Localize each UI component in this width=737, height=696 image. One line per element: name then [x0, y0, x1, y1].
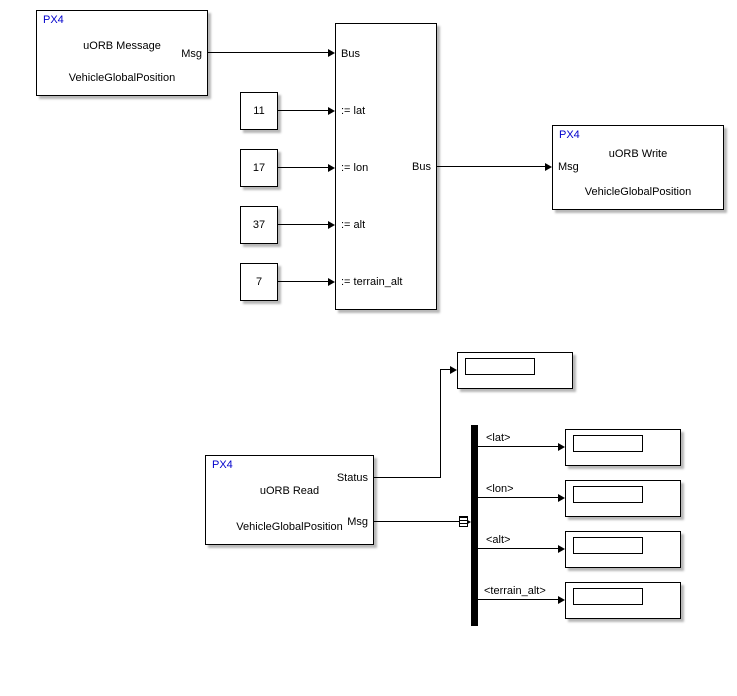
arrowhead: [328, 164, 335, 172]
arrowhead: [558, 545, 565, 553]
constant-value: 37: [252, 218, 266, 231]
arrowhead: [558, 596, 565, 604]
display-value-box: [573, 435, 643, 452]
constant-block-lon[interactable]: 17: [240, 149, 278, 187]
bus-output-port-label: Bus: [412, 161, 431, 173]
bus-assignment-block[interactable]: Bus := lat := lon := alt := terrain_alt …: [335, 23, 437, 310]
arrowhead: [328, 107, 335, 115]
display-block-terrain-alt[interactable]: [565, 582, 681, 619]
arrowhead: [558, 494, 565, 502]
wire-alt-to-display[interactable]: [478, 548, 559, 549]
display-block-alt[interactable]: [565, 531, 681, 568]
msg-output-port-label: Msg: [181, 48, 202, 60]
arrowhead: [328, 221, 335, 229]
px4-tag: PX4: [43, 14, 64, 26]
wire-status-horizontal[interactable]: [374, 477, 441, 478]
assign-lat-port-label: := lat: [341, 105, 366, 117]
msg-output-port-label: Msg: [347, 516, 368, 528]
wire-status-to-display[interactable]: [440, 369, 451, 370]
constant-block-alt[interactable]: 37: [240, 206, 278, 244]
bus-signal-icon: [459, 516, 468, 527]
wire-lon-to-display[interactable]: [478, 497, 559, 498]
constant-block-lat[interactable]: 11: [240, 92, 278, 130]
arrowhead: [328, 49, 335, 57]
wire-constant-lat[interactable]: [278, 110, 329, 111]
uorb-read-block[interactable]: PX4 uORB Read VehicleGlobalPosition Stat…: [205, 455, 374, 545]
wire-constant-lon[interactable]: [278, 167, 329, 168]
arrowhead: [328, 278, 335, 286]
px4-tag: PX4: [212, 459, 233, 471]
uorb-write-title: uORB Write: [608, 148, 668, 160]
arrowhead: [545, 163, 552, 171]
wire-status-vertical[interactable]: [440, 370, 441, 478]
uorb-read-subtitle: VehicleGlobalPosition: [236, 521, 343, 533]
display-value-box: [573, 486, 643, 503]
uorb-write-block[interactable]: PX4 uORB Write VehicleGlobalPosition Msg: [552, 125, 724, 210]
uorb-message-subtitle: VehicleGlobalPosition: [68, 72, 176, 84]
signal-label-alt: <alt>: [486, 534, 511, 546]
signal-label-lon: <lon>: [486, 483, 514, 495]
wire-lat-to-display[interactable]: [478, 446, 559, 447]
wire-terrain-alt-to-display[interactable]: [478, 599, 559, 600]
constant-block-terrain-alt[interactable]: 7: [240, 263, 278, 301]
assign-terrain-alt-port-label: := terrain_alt: [341, 276, 403, 288]
display-value-box: [573, 588, 643, 605]
uorb-message-title: uORB Message: [83, 40, 161, 52]
wire-msg-to-bus-assignment[interactable]: [208, 52, 329, 53]
signal-label-lat: <lat>: [486, 432, 511, 444]
bus-input-port-label: Bus: [341, 48, 360, 60]
uorb-read-title: uORB Read: [259, 485, 320, 497]
px4-tag: PX4: [559, 129, 580, 141]
wire-constant-alt[interactable]: [278, 224, 329, 225]
display-block-lon[interactable]: [565, 480, 681, 517]
uorb-write-subtitle: VehicleGlobalPosition: [584, 186, 692, 198]
wire-bus-to-uorb-write[interactable]: [437, 166, 546, 167]
constant-value: 17: [252, 161, 266, 174]
display-value-box: [573, 537, 643, 554]
display-block-lat[interactable]: [565, 429, 681, 466]
uorb-message-block[interactable]: PX4 uORB Message VehicleGlobalPosition M…: [36, 10, 208, 96]
status-output-port-label: Status: [336, 472, 368, 484]
assign-lon-port-label: := lon: [341, 162, 369, 174]
constant-value: 11: [253, 104, 265, 117]
wire-constant-terrain-alt[interactable]: [278, 281, 329, 282]
display-value-box: [465, 358, 535, 375]
assign-alt-port-label: := alt: [341, 219, 366, 231]
constant-value: 7: [255, 275, 263, 288]
display-block-status[interactable]: [457, 352, 573, 389]
wire-msg-to-bus-selector[interactable]: [374, 521, 464, 522]
arrowhead: [450, 366, 457, 374]
bus-selector-block[interactable]: [471, 425, 478, 626]
msg-input-port-label: Msg: [558, 161, 579, 173]
signal-label-terrain-alt: <terrain_alt>: [484, 585, 546, 597]
arrowhead: [558, 443, 565, 451]
